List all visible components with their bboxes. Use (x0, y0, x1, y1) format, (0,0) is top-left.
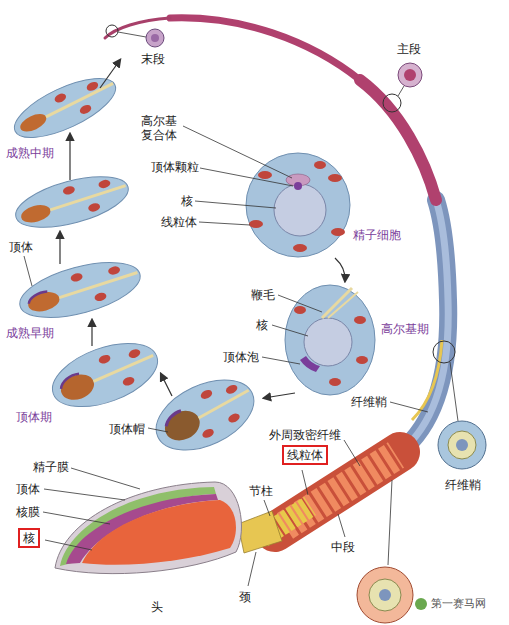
stage-label: 成熟中期 (5, 146, 55, 160)
stage-label: 顶体期 (15, 410, 53, 424)
part-label: 顶体 (15, 482, 41, 496)
part-label: 顶体泡 (222, 350, 260, 364)
stage-label: 精子细胞 (352, 228, 402, 242)
part-label: 顶体颗粒 (150, 160, 200, 174)
part-label: 纤维鞘 (444, 478, 482, 492)
part-label: 顶体 (8, 240, 34, 254)
part-label: 顶体帽 (108, 422, 146, 436)
watermark: 第一赛马网 (430, 597, 487, 611)
part-label: 核 (255, 318, 269, 332)
part-label: 头 (150, 600, 164, 614)
part-label: 鞭毛 (250, 288, 276, 302)
part-label: 纤维鞘 (350, 395, 388, 409)
part-label: 核 (23, 531, 35, 545)
stage-label: 成熟早期 (5, 326, 55, 340)
part-label: 节柱 (248, 484, 274, 498)
part-label: 核膜 (15, 505, 41, 519)
highlight-box: 核 (18, 528, 40, 548)
part-label: 高尔基复合体 (140, 114, 179, 142)
part-label: 末段 (140, 52, 166, 66)
part-label: 线粒体 (287, 448, 323, 462)
part-label: 线粒体 (160, 215, 198, 229)
highlight-box: 线粒体 (282, 445, 328, 465)
stage-label: 高尔基期 (380, 322, 430, 336)
part-label: 核 (180, 194, 194, 208)
part-label: 外周致密纤维 (268, 428, 342, 442)
part-label: 主段 (396, 42, 422, 56)
part-label: 颈 (238, 590, 252, 604)
part-label: 精子膜 (32, 460, 70, 474)
part-label: 中段 (330, 540, 356, 554)
